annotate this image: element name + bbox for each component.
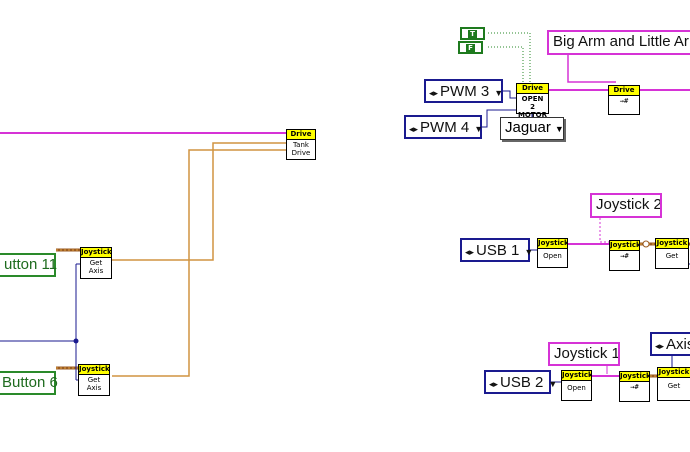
joystick-get-bottom-body: Get bbox=[667, 382, 681, 390]
open-2-motor-body: OPEN 2 MOTOR bbox=[517, 95, 548, 119]
refnum-register-icon: →# bbox=[620, 252, 629, 260]
ring-usb1[interactable]: ◂▸USB 1 ▼ bbox=[460, 238, 534, 262]
button-6-label[interactable]: Button 6 bbox=[0, 371, 58, 395]
increment-arrows-icon[interactable]: ◂▸ bbox=[489, 379, 499, 389]
ring-axis-value: Axis bbox=[666, 336, 690, 353]
increment-arrows-icon[interactable]: ◂▸ bbox=[429, 88, 439, 98]
string-joystick-1[interactable]: Joystick 1 bbox=[548, 342, 620, 366]
get-axis-bottom-body: Get Axis bbox=[86, 376, 102, 392]
bool-false-constant[interactable]: F bbox=[458, 41, 483, 54]
ring-pwm3-value: PWM 3 bbox=[440, 83, 490, 100]
ring-axis[interactable]: ◂▸Axis bbox=[650, 332, 690, 356]
bool-false-glyph: F bbox=[466, 44, 475, 53]
joystick-open-bottom-body: Open bbox=[567, 384, 586, 392]
dropdown-arrow-icon[interactable]: ▼ bbox=[474, 124, 484, 134]
ring-pwm4-value: PWM 4 bbox=[420, 119, 470, 136]
drive-refnum-header: Drive bbox=[609, 86, 639, 96]
ring-usb2[interactable]: ◂▸USB 2 ▼ bbox=[484, 370, 557, 394]
joystick-get-mid-header: Joystick bbox=[656, 239, 688, 249]
get-axis-top-subvi[interactable]: Joystick Get Axis bbox=[80, 247, 112, 279]
joystick-open-mid-header: Joystick bbox=[538, 239, 567, 249]
refnum-register-icon: →# bbox=[630, 383, 639, 391]
joystick-open-mid-body: Open bbox=[543, 252, 562, 260]
ring-pwm4[interactable]: ◂▸PWM 4 ▼ bbox=[404, 115, 484, 139]
joystick-open-mid-subvi[interactable]: Joystick Open bbox=[537, 238, 568, 268]
bool-true-glyph: T bbox=[468, 30, 477, 39]
dropdown-arrow-icon[interactable]: ▼ bbox=[524, 247, 534, 257]
joystick-get-mid-body: Get bbox=[665, 252, 679, 260]
ring-pwm3[interactable]: ◂▸PWM 3 ▼ bbox=[424, 79, 503, 103]
string-big-arm[interactable]: Big Arm and Little Ar bbox=[547, 30, 690, 55]
joystick-get-mid-subvi[interactable]: Joystick Get bbox=[655, 238, 689, 269]
refnum-register-icon: →# bbox=[619, 97, 629, 105]
button-11-label[interactable]: utton 11 bbox=[0, 253, 57, 277]
string-joystick-2[interactable]: Joystick 2 bbox=[590, 193, 662, 218]
ring-usb1-value: USB 1 bbox=[476, 242, 520, 259]
joystick-refnum-bottom-header: Joystick bbox=[620, 372, 649, 382]
dropdown-arrow-icon[interactable]: ▼ bbox=[554, 124, 564, 134]
open-2-motor-header: Drive bbox=[517, 84, 548, 94]
joystick-refnum-mid-subvi[interactable]: Joystick →# bbox=[609, 240, 640, 271]
increment-arrows-icon[interactable]: ◂▸ bbox=[655, 341, 665, 351]
dropdown-arrow-icon[interactable]: ▼ bbox=[548, 379, 558, 389]
joystick-open-bottom-header: Joystick bbox=[562, 371, 591, 381]
get-axis-top-body: Get Axis bbox=[88, 259, 104, 275]
get-axis-top-header: Joystick bbox=[81, 248, 111, 258]
dropdown-arrow-icon[interactable]: ▼ bbox=[494, 88, 504, 98]
bool-true-constant[interactable]: T bbox=[460, 27, 485, 40]
joystick-get-bottom-subvi[interactable]: Joystick Get bbox=[657, 367, 690, 401]
get-axis-bottom-header: Joystick bbox=[79, 365, 109, 375]
tank-drive-body: Tank Drive bbox=[291, 141, 311, 157]
get-axis-bottom-subvi[interactable]: Joystick Get Axis bbox=[78, 364, 110, 396]
joystick-refnum-mid-header: Joystick bbox=[610, 241, 639, 251]
joystick-open-bottom-subvi[interactable]: Joystick Open bbox=[561, 370, 592, 401]
wire-axis-bottom[interactable] bbox=[112, 149, 286, 377]
tank-drive-subvi[interactable]: Drive Tank Drive bbox=[286, 129, 316, 160]
wire-axis-top[interactable] bbox=[112, 142, 286, 261]
drive-refnum-register-subvi[interactable]: Drive →# bbox=[608, 85, 640, 115]
increment-arrows-icon[interactable]: ◂▸ bbox=[465, 247, 475, 257]
ring-usb2-value: USB 2 bbox=[500, 374, 544, 391]
open-2-motor-subvi[interactable]: Drive OPEN 2 MOTOR bbox=[516, 83, 549, 119]
joystick-refnum-bottom-subvi[interactable]: Joystick →# bbox=[619, 371, 650, 402]
joystick-get-bottom-header: Joystick bbox=[658, 368, 690, 378]
tank-drive-header: Drive bbox=[287, 130, 315, 140]
enum-jaguar-value: Jaguar bbox=[505, 119, 551, 136]
increment-arrows-icon[interactable]: ◂▸ bbox=[409, 124, 419, 134]
enum-jaguar[interactable]: Jaguar▼ bbox=[500, 117, 564, 140]
